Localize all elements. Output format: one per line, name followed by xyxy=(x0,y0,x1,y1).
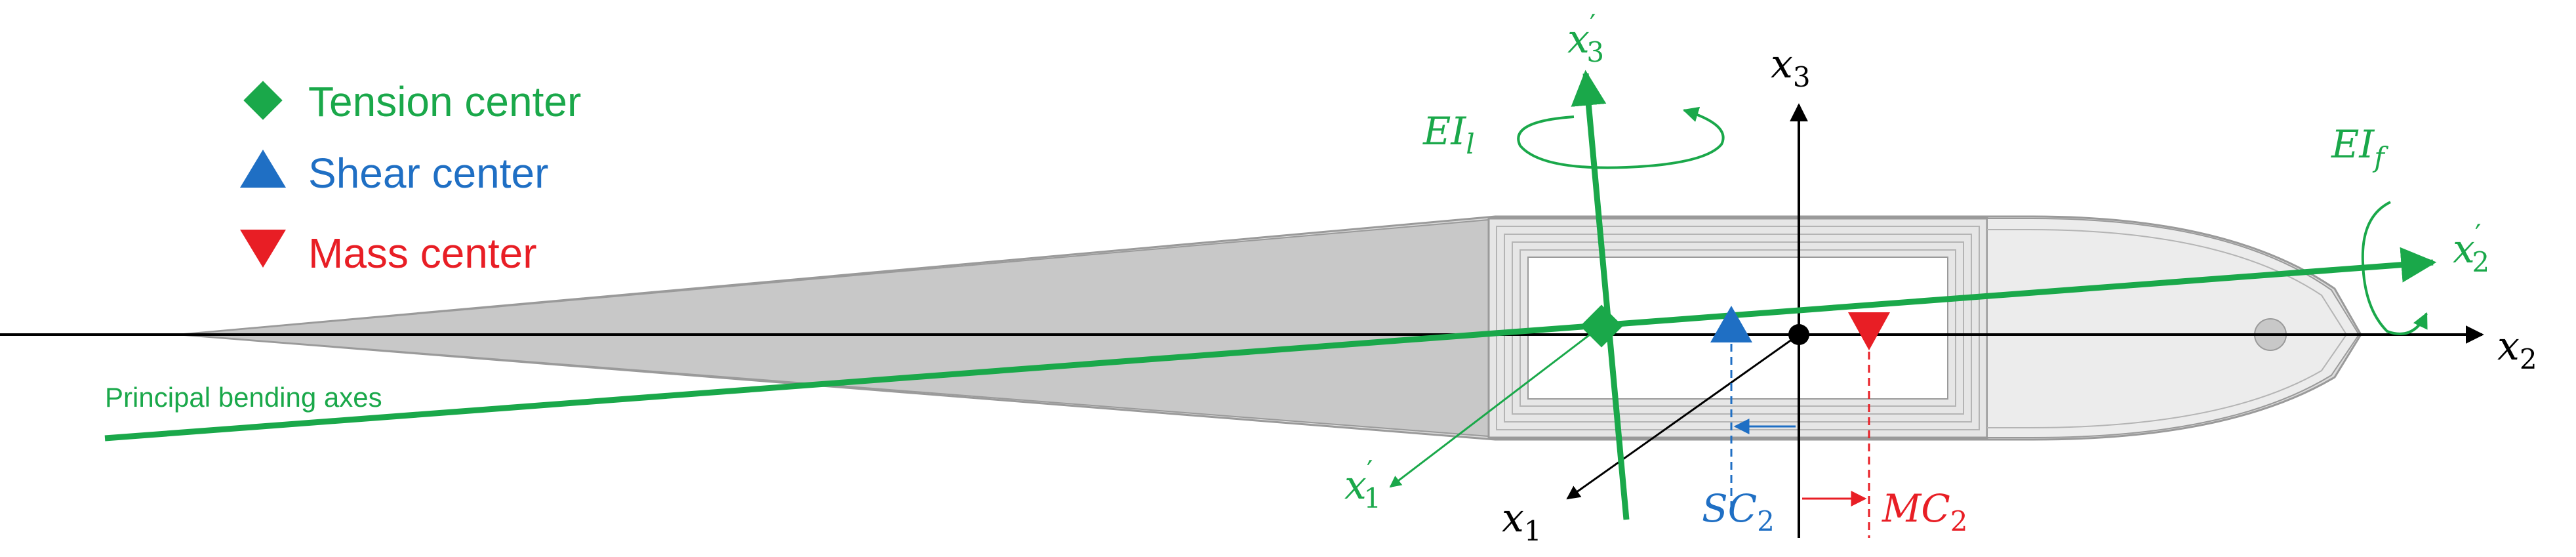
principal-bending-axis-x3p xyxy=(1571,70,1630,520)
legend-tension-marker xyxy=(243,81,283,120)
x3-label: x3 xyxy=(1771,41,1811,93)
shear-center-marker xyxy=(1710,306,1752,342)
x3-prime-label: x′3 xyxy=(1567,9,1604,68)
origin-point xyxy=(1788,324,1809,345)
tension-center-marker xyxy=(1580,304,1623,348)
principal-bending-axis-x2p xyxy=(104,247,2437,442)
legend: Tension center Shear center Mass center xyxy=(240,78,581,277)
lag-stiffness-label: EIl xyxy=(1422,109,1475,160)
principal-bending-axes-label: Principal bending axes xyxy=(105,382,382,413)
flap-rotation-arrow xyxy=(2361,201,2428,335)
leading-edge-region xyxy=(1986,218,2360,438)
mc-offset-label: MC2 xyxy=(1882,486,1968,537)
spar-box-laminate xyxy=(1496,226,1980,430)
lag-rotation-arrow xyxy=(1517,106,1725,169)
legend-shear-marker xyxy=(240,150,286,188)
sc-offset-label: SC2 xyxy=(1702,486,1775,537)
x1-axis xyxy=(1566,333,1800,500)
x1-prime-label: x′1 xyxy=(1344,455,1381,514)
mass-center-marker xyxy=(1848,312,1890,350)
legend-mass-marker xyxy=(240,230,286,268)
flap-stiffness-label: EIf xyxy=(2331,122,2388,173)
x2-prime-label: x′2 xyxy=(2453,218,2489,278)
legend-mass-label: Mass center xyxy=(308,230,537,277)
legend-shear-label: Shear center xyxy=(308,150,548,197)
x2-label: x2 xyxy=(2497,323,2537,375)
legend-tension-label: Tension center xyxy=(308,78,581,125)
x1-label: x1 xyxy=(1502,495,1542,547)
principal-axis-x1p xyxy=(1389,325,1601,488)
